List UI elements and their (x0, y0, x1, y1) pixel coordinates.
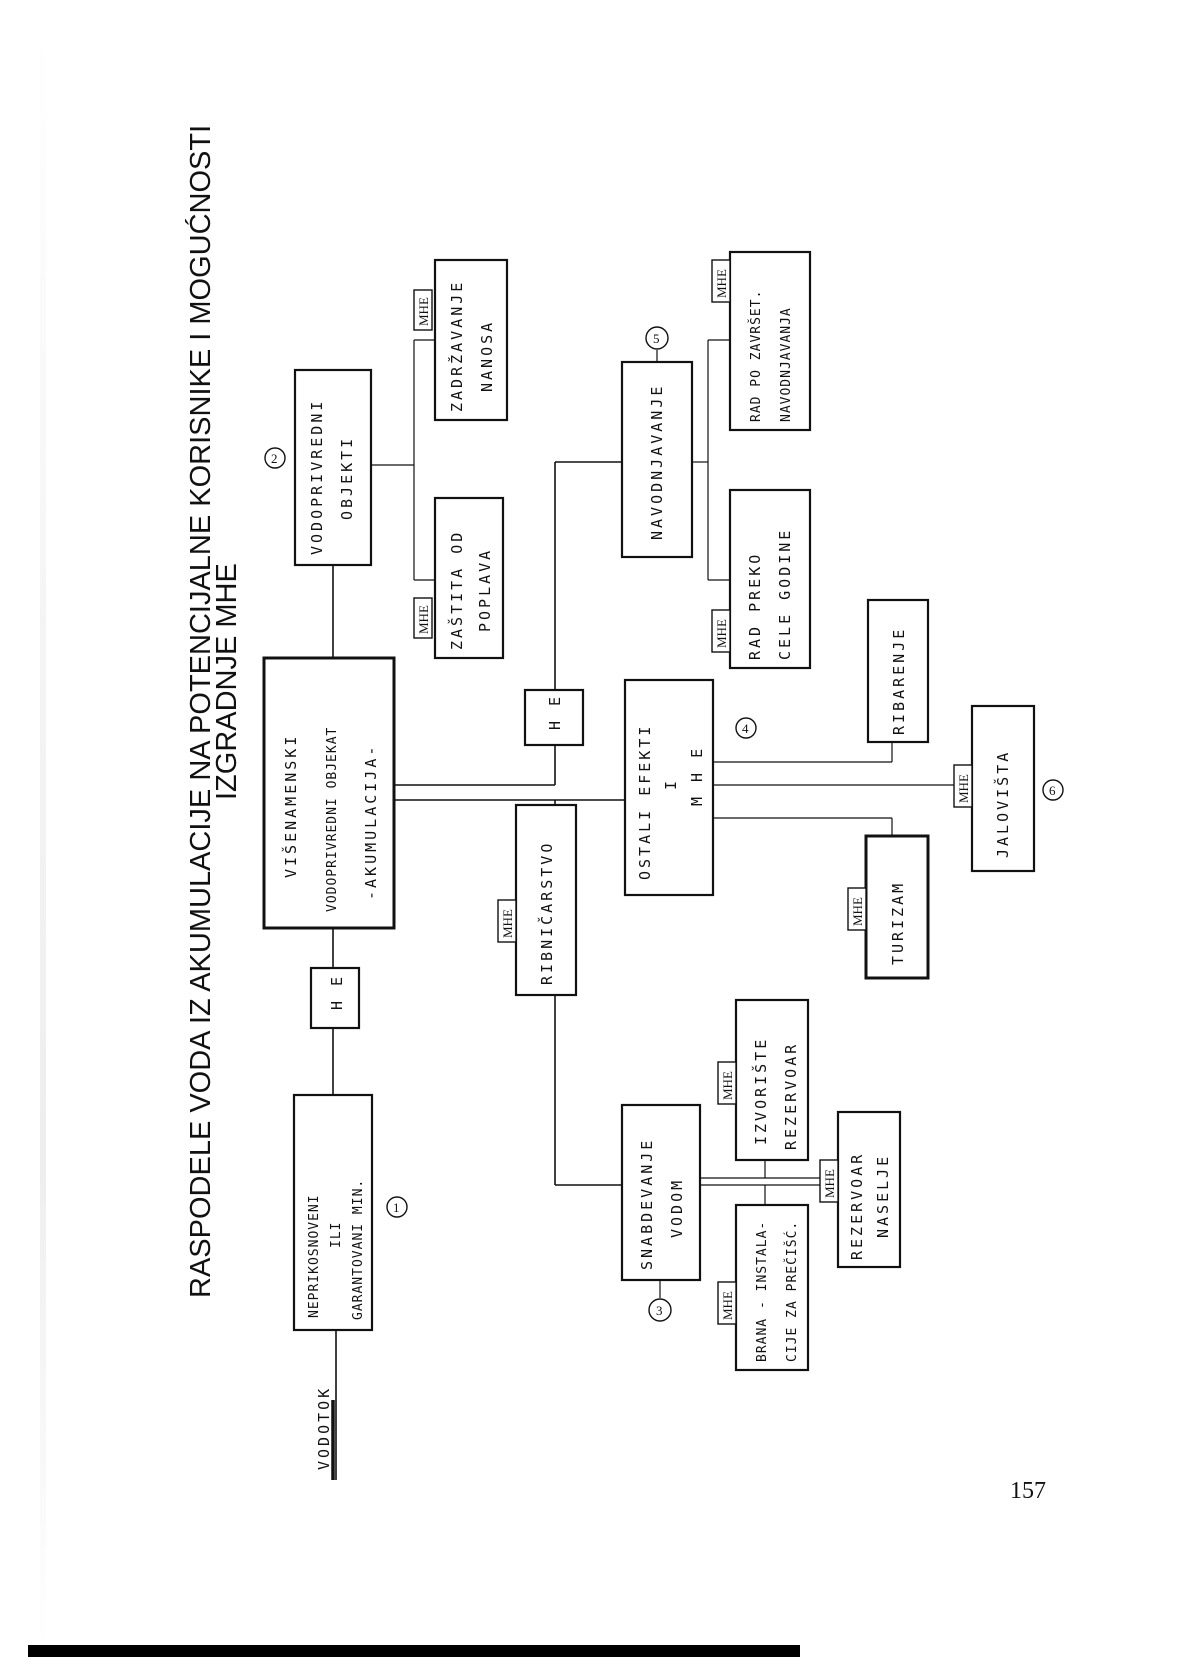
mhe-tag-rad-preko (711, 609, 731, 653)
circle-2-num: 2 (271, 451, 278, 466)
rad-po-line2: NAVODNJAVANJA (779, 307, 794, 422)
box-neprikosnoveni (292, 1093, 374, 1332)
rezervoar-line2: NASELJE (874, 1154, 892, 1238)
mhe-zastita-label: MHE (416, 605, 431, 634)
mhe-brana-label: MHE (720, 1291, 735, 1320)
mhe-rezervoar-label: MHE (822, 1169, 837, 1198)
rad-preko-line2: CELE GODINE (776, 528, 794, 660)
snabdevanje-line2: VODOM (668, 1178, 686, 1238)
ostali-line3: M H E (688, 746, 706, 806)
mhe-tag-turizam (847, 887, 867, 931)
circle-5-num: 5 (653, 331, 660, 346)
turizam-label: TURIZAM (889, 881, 907, 965)
mhe-zadrzavanje-label: MHE (416, 297, 431, 326)
neprikosnoveni-line2: ILI (329, 1222, 344, 1248)
mhe-tag-rezervoar (819, 1159, 839, 1203)
mhe-tag-ribnicarstvo (497, 899, 517, 943)
box-snabdevanje (620, 1103, 702, 1282)
mhe-ribnicarstvo-label: MHE (500, 909, 515, 938)
neprikosnoveni-line3: GARANTOVANI MIN. (351, 1179, 366, 1320)
navodnjavanje-label: NAVODNJAVANJE (648, 384, 666, 540)
circle-6 (1042, 779, 1064, 801)
izvoriste-line1: IZVORIŠTE (751, 1037, 770, 1145)
circle-4 (735, 717, 757, 739)
mhe-tag-zastita (413, 597, 433, 639)
circle-6-num: 6 (1049, 783, 1056, 798)
mhe-tag-jalovista (953, 764, 973, 808)
ostali-line2: I (662, 778, 680, 790)
ribarenje-label: RIBARENJE (890, 627, 908, 735)
circle-2 (264, 447, 286, 469)
box-visenamenski (262, 656, 396, 930)
box-navodnjavanje (620, 360, 694, 559)
diagram-title: RASPODELE VODA IZ AKUMULACIJE NA POTENCI… (184, 125, 217, 1298)
box-zastita (433, 496, 505, 660)
box-ostali (623, 678, 715, 897)
box-zadrzavanje (433, 258, 509, 422)
mhe-jalovista-label: MHE (956, 774, 971, 803)
mhe-rad-po-label: MHE (714, 269, 729, 298)
vodoprivredni-line2: OBJEKTI (338, 436, 356, 520)
box-izvoriste (734, 998, 810, 1162)
box-rad-po (728, 250, 812, 432)
circle-3-num: 3 (656, 1303, 663, 1318)
circle-5 (645, 326, 669, 350)
box-rezervoar (836, 1110, 902, 1269)
box-ribarenje (866, 598, 930, 744)
circle-4-num: 4 (742, 721, 749, 736)
brana-line2: CIJE ZA PREČIŠĆ. (784, 1221, 800, 1362)
mhe-turizam-label: MHE (850, 897, 865, 926)
vodoprivredni-line1: VODOPRIVREDNI (308, 399, 326, 555)
he-lower-label: H E (328, 974, 346, 1010)
izvoriste-line2: REZERVOAR (782, 1042, 800, 1150)
box-he-lower (309, 966, 361, 1030)
visenamenski-line3: -AKUMULACIJA- (362, 744, 380, 900)
zastita-line1: ZAŠTITA OD (447, 530, 466, 650)
neprikosnoveni-line1: NEPRIKOSNOVENI (307, 1194, 322, 1318)
diagram-subtitle: IZGRADNJE MHE (211, 563, 243, 800)
box-he-upper (523, 688, 585, 747)
circle-3 (648, 1298, 672, 1322)
ribnicarstvo-label: RIBNIČARSTVO (537, 841, 556, 985)
zadrzavanje-line1: ZADRŽAVANJE (447, 280, 466, 412)
ostali-line1: OSTALI EFEKTI (636, 724, 654, 880)
page-number: 157 (1010, 1478, 1046, 1504)
jalovista-label: JALOVIŠTA (993, 750, 1012, 858)
page-bottom-bar (28, 1645, 800, 1657)
box-vodoprivredni (293, 368, 373, 567)
visenamenski-line2: VODOPRIVREDNI OBJEKAT (325, 727, 340, 912)
rezervoar-line1: REZERVOAR (848, 1152, 866, 1260)
mhe-tag-izvoriste (717, 1061, 737, 1105)
mhe-rad-preko-label: MHE (714, 619, 729, 648)
mhe-izvoriste-label: MHE (720, 1071, 735, 1100)
circle-1 (386, 1196, 408, 1218)
mhe-tag-rad-po (711, 259, 731, 303)
circle-1-num: 1 (393, 1200, 400, 1215)
mhe-tag-zadrzavanje (413, 289, 433, 331)
zadrzavanje-line2: NANOSA (478, 320, 496, 392)
snabdevanje-line1: SNABDEVANJE (638, 1138, 656, 1270)
brana-line1: BRANA - INSTALA- (755, 1221, 770, 1362)
vodotok-label: VODOTOK (315, 1386, 333, 1470)
mhe-tag-brana (717, 1281, 737, 1325)
zastita-line2: POPLAVA (476, 548, 494, 632)
scan-edge (40, 30, 46, 1650)
he-upper-label: H E (546, 694, 564, 730)
visenamenski-line1: VIŠENAMENSKI (281, 734, 300, 878)
rad-po-line1: RAD PO ZAVRŠET. (748, 290, 764, 422)
rad-preko-line1: RAD PREKO (746, 552, 764, 660)
box-rad-preko (728, 488, 812, 670)
